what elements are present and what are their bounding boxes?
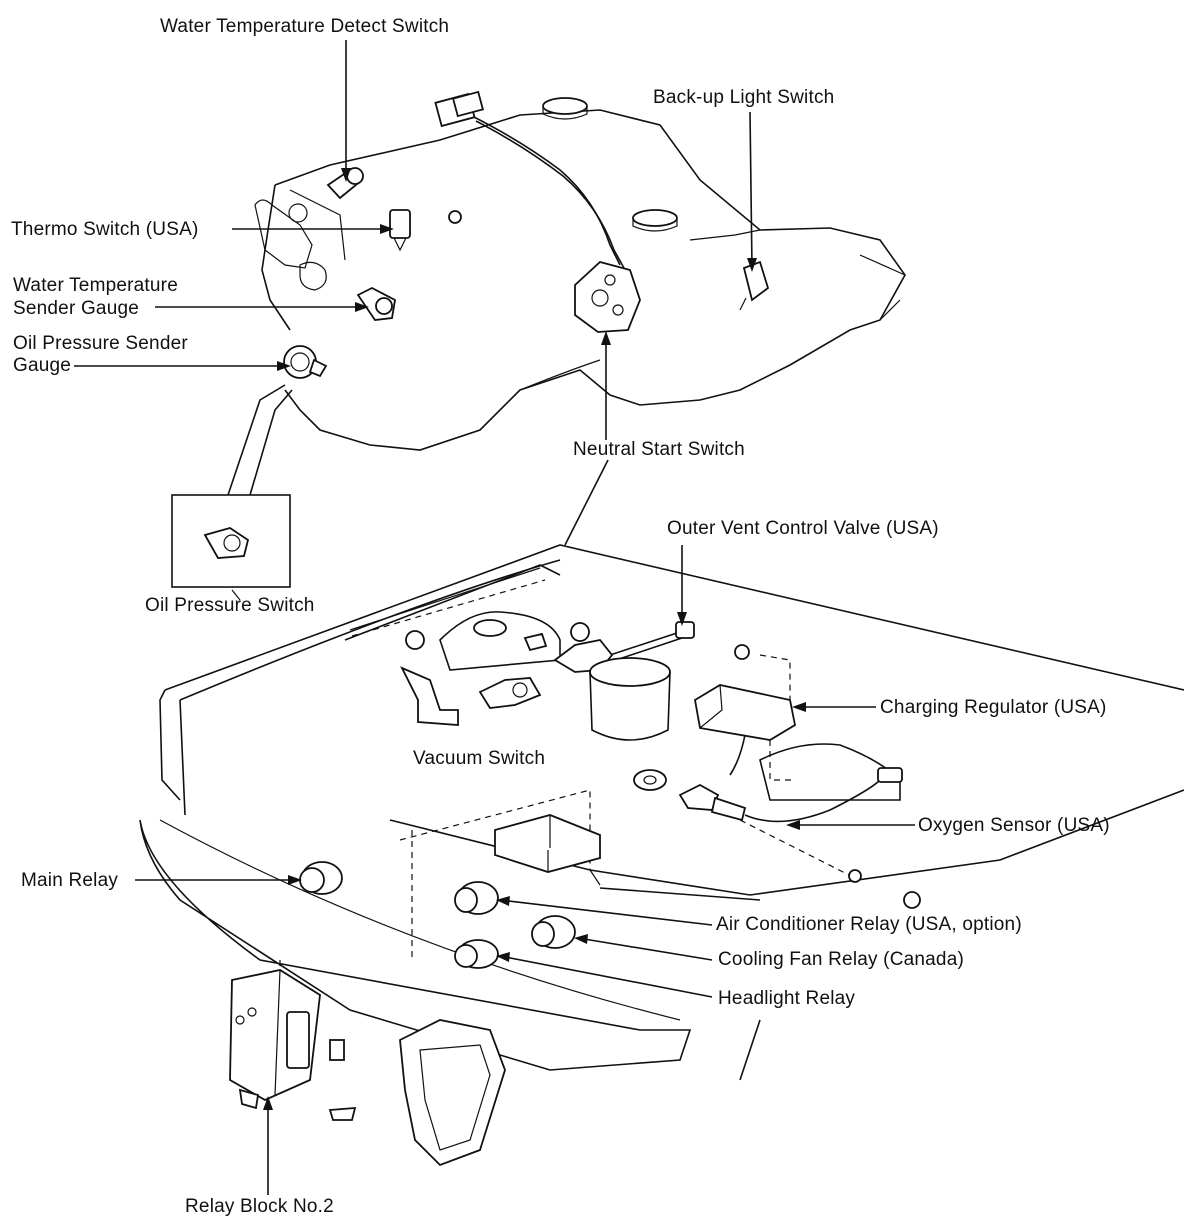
oil-pressure-sender-gauge-part <box>283 345 328 379</box>
label-cooling-fan-relay: Cooling Fan Relay (Canada) <box>718 949 964 970</box>
oxygen-sensor-part <box>633 767 921 909</box>
arrowheads <box>263 168 806 1110</box>
hose-clamp-top <box>542 97 588 120</box>
oil-pressure-switch-inset <box>171 384 293 588</box>
hose-clamp-right <box>632 209 678 232</box>
label-water-temp-detect-switch: Water Temperature Detect Switch <box>160 16 450 37</box>
thermo-switch-part <box>389 209 462 252</box>
main-relay-part <box>299 861 343 895</box>
label-oxygen-sensor: Oxygen Sensor (USA) <box>918 815 1110 836</box>
vacuum-switch-part <box>400 630 542 726</box>
air-conditioner-relay-part <box>454 881 499 915</box>
label-oil-pressure-switch: Oil Pressure Switch <box>145 595 315 616</box>
relay-block-cover <box>399 1019 506 1167</box>
label-oil-pressure-sender-line2: Gauge <box>13 355 72 376</box>
charging-regulator-part <box>694 644 797 776</box>
water-temp-sender-gauge-part <box>356 286 396 321</box>
label-backup-light-switch: Back-up Light Switch <box>653 87 835 108</box>
cooling-fan-relay-part <box>531 915 576 949</box>
label-outer-vent-control-valve: Outer Vent Control Valve (USA) <box>667 518 939 539</box>
label-thermo-switch: Thermo Switch (USA) <box>11 219 199 240</box>
label-relay-block-no2: Relay Block No.2 <box>185 1196 334 1217</box>
relay-block-no2-part <box>229 969 357 1121</box>
backup-light-switch-part <box>739 260 770 311</box>
label-water-temp-sender-line2: Sender Gauge <box>13 298 139 319</box>
label-main-relay: Main Relay <box>21 870 119 891</box>
label-vacuum-switch: Vacuum Switch <box>413 748 546 769</box>
leader-lines <box>74 40 915 1195</box>
label-water-temp-sender-line1: Water Temperature <box>13 275 178 296</box>
label-neutral-start-switch: Neutral Start Switch <box>573 439 745 460</box>
headlight-relay-part <box>454 939 499 969</box>
label-air-conditioner-relay: Air Conditioner Relay (USA, option) <box>716 914 1022 935</box>
wiring-harness <box>434 90 625 269</box>
label-headlight-relay: Headlight Relay <box>718 988 856 1009</box>
label-charging-regulator: Charging Regulator (USA) <box>880 697 1107 718</box>
ecu-modules <box>494 814 601 873</box>
neutral-start-switch-part <box>574 261 641 333</box>
label-oil-pressure-sender-line1: Oil Pressure Sender <box>13 333 188 354</box>
charcoal-canister <box>473 619 671 741</box>
